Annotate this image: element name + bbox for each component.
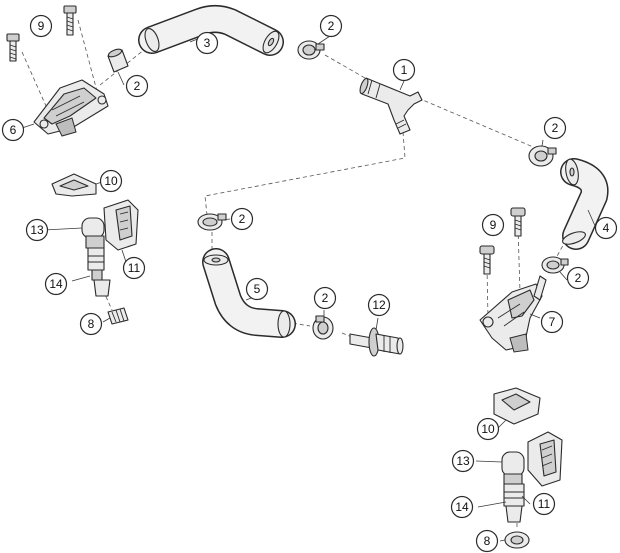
callout-2-top: 2	[319, 14, 343, 38]
nozzle-fitting-part-12	[349, 327, 404, 357]
injector-group-left	[51, 173, 139, 325]
callout-7: 7	[540, 310, 564, 334]
svg-text:8: 8	[484, 534, 491, 548]
svg-text:13: 13	[30, 223, 44, 237]
callouts: 1 2 2 2 2 2 2 3 4 5 6 7 8 8 9 9 10 10 11…	[1, 14, 618, 553]
svg-text:13: 13	[456, 454, 470, 468]
svg-text:6: 6	[10, 123, 17, 137]
callout-5: 5	[245, 277, 269, 301]
t-connector-part-1	[359, 77, 423, 135]
callout-14-right: 14	[450, 495, 474, 519]
callout-8-left: 8	[79, 312, 103, 336]
screws-part-9-top	[6, 5, 77, 62]
svg-text:14: 14	[455, 500, 469, 514]
svg-text:10: 10	[481, 422, 495, 436]
hose-part-5	[202, 248, 296, 338]
callout-8-right: 8	[475, 529, 499, 553]
callout-10-left: 10	[99, 169, 123, 193]
callout-13-right: 13	[451, 449, 475, 473]
callout-9-top: 9	[29, 14, 53, 38]
hose-clamp-part-2-top	[297, 40, 325, 60]
svg-text:9: 9	[38, 19, 45, 33]
hose-clamp-part-2-lower-right	[541, 256, 569, 274]
hose-clamp-part-2-right	[528, 145, 557, 167]
callout-6: 6	[1, 118, 25, 142]
svg-text:8: 8	[88, 317, 95, 331]
svg-text:1: 1	[401, 63, 408, 77]
svg-text:2: 2	[322, 291, 329, 305]
svg-text:9: 9	[490, 218, 497, 232]
callout-2-bottom-center: 2	[313, 286, 337, 310]
svg-text:3: 3	[204, 36, 211, 50]
svg-text:10: 10	[104, 174, 118, 188]
leader-lines	[21, 35, 597, 542]
svg-text:11: 11	[538, 497, 551, 511]
callout-1: 1	[392, 58, 416, 82]
hose-clamp-part-2-bottom-center	[312, 315, 334, 340]
injector-group-right	[493, 387, 563, 549]
callout-3: 3	[195, 31, 219, 55]
svg-text:12: 12	[372, 298, 386, 312]
callout-2-lower-right: 2	[566, 266, 590, 290]
hose-clamp-part-2-center	[197, 213, 227, 231]
svg-text:7: 7	[549, 315, 556, 329]
callout-12: 12	[367, 293, 391, 317]
svg-text:11: 11	[128, 261, 141, 275]
sensor-bracket-part-7	[479, 275, 547, 353]
callout-10-right: 10	[476, 417, 500, 441]
callout-4: 4	[594, 216, 618, 240]
hose-clamp-part-2-top-left	[107, 48, 129, 73]
hose-part-3	[138, 5, 284, 56]
callout-9-right: 9	[481, 213, 505, 237]
svg-text:14: 14	[49, 277, 63, 291]
callout-14-left: 14	[44, 272, 68, 296]
callout-2-top-left: 2	[125, 74, 149, 98]
callout-13-left: 13	[25, 218, 49, 242]
svg-text:2: 2	[239, 212, 246, 226]
callout-11-right: 11	[532, 492, 556, 516]
svg-text:2: 2	[552, 121, 559, 135]
svg-text:2: 2	[575, 271, 582, 285]
svg-text:5: 5	[254, 282, 261, 296]
svg-text:2: 2	[328, 19, 335, 33]
hose-part-4	[560, 158, 609, 250]
svg-text:4: 4	[603, 221, 610, 235]
callout-11-left: 11	[122, 256, 146, 280]
callout-2-right: 2	[543, 116, 567, 140]
callout-2-center: 2	[230, 207, 254, 231]
screws-part-9-right	[479, 207, 526, 275]
svg-text:2: 2	[134, 79, 141, 93]
sensor-bracket-part-6	[33, 79, 109, 137]
